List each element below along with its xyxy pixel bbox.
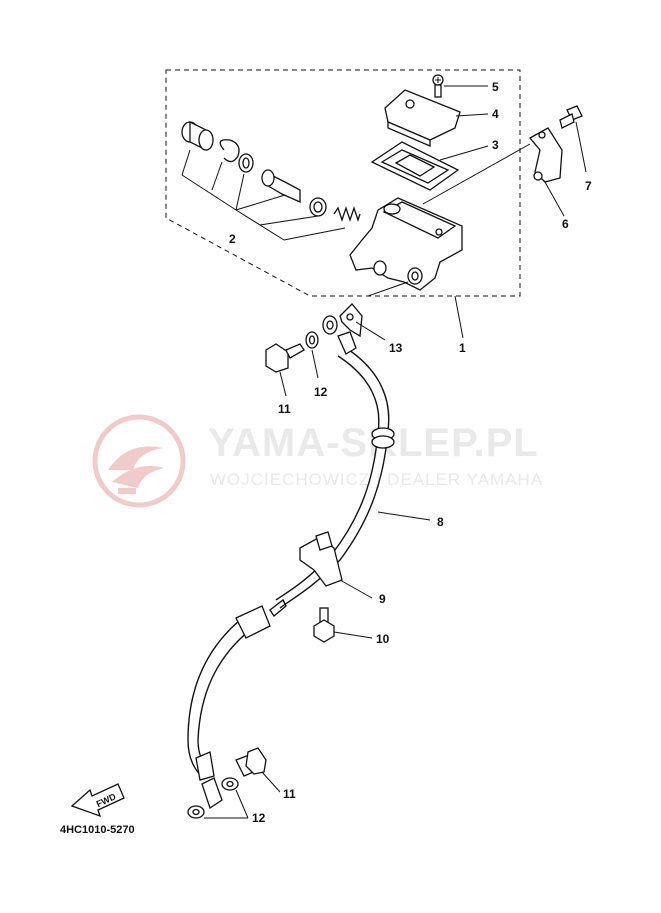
callout-9: 9 [379, 592, 386, 606]
screw-5 [432, 74, 444, 98]
hose-guide-9 [299, 531, 343, 587]
watermark: YAMA-SKLEP.PL WOJCIECHOWICZ | DEALER YAM… [92, 414, 543, 508]
callout-2: 2 [229, 232, 236, 246]
watermark-subtitle: WOJCIECHOWICZ | DEALER YAMAHA [210, 470, 543, 489]
callout-8: 8 [437, 515, 444, 529]
reservoir-cap-4 [384, 89, 461, 147]
piston-kit-2 [181, 120, 361, 223]
bracket-13 [339, 303, 363, 338]
assembly-boundary [165, 69, 521, 297]
callout-12-upper: 12 [314, 385, 328, 399]
brake-hose-8 [187, 331, 395, 810]
bolt-7 [559, 105, 583, 129]
callout-5: 5 [492, 80, 499, 94]
callout-13: 13 [389, 341, 403, 355]
leader-lines [181, 85, 587, 819]
callout-3: 3 [492, 138, 499, 152]
washer-12-lower [187, 777, 239, 819]
callout-10: 10 [376, 632, 390, 646]
callout-labels: 5 4 3 7 6 2 1 13 12 11 8 9 10 11 12 [229, 80, 592, 825]
union-bolt-11-upper [265, 343, 305, 373]
bolt-10 [313, 607, 335, 643]
callout-6: 6 [562, 217, 569, 231]
diagram-code: 4HC1010-5270 [60, 824, 135, 836]
callout-11-lower: 11 [283, 787, 296, 801]
washer-12-upper [305, 315, 338, 349]
clamp-6 [528, 127, 563, 183]
callout-1: 1 [459, 341, 466, 355]
callout-7: 7 [585, 179, 592, 193]
fwd-arrow-icon: FWD [70, 783, 125, 818]
diaphragm-3 [370, 141, 460, 191]
union-bolt-11-lower [235, 747, 267, 777]
master-cylinder-1 [349, 197, 463, 291]
callout-12-lower: 12 [252, 811, 266, 825]
callout-4: 4 [492, 107, 499, 121]
callout-11-upper: 11 [278, 402, 291, 416]
watermark-logo-icon [92, 414, 186, 508]
